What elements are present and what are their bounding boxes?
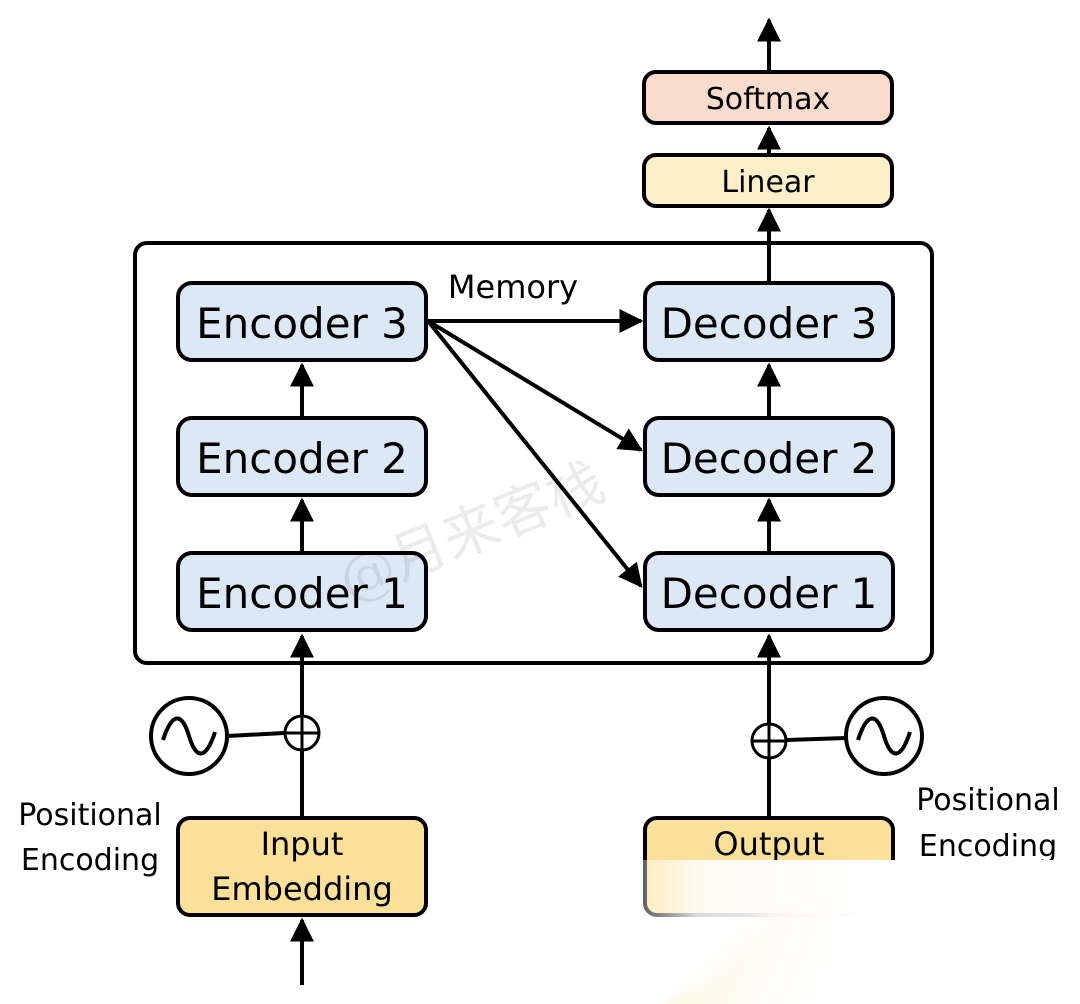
input-embedding-box: Input Embedding [176,816,428,917]
encoder-3-label: Encoder 3 [196,299,408,348]
encoder-1: Encoder 1 [176,551,428,632]
decoder-2: Decoder 2 [643,416,895,497]
input-embedding-line2: Embedding [211,870,393,908]
encoder-2: Encoder 2 [176,416,428,497]
positional-left-line1: Positional [18,798,162,833]
positional-left-line2: Encoding [21,843,159,878]
encoder-1-label: Encoder 1 [196,569,408,618]
positional-right-line2: Encoding [919,829,1057,864]
output-embedding-line1: Output [713,825,824,863]
softmax-box: Softmax [642,70,894,125]
memory-arrow-to-decoder-2 [426,319,644,452]
input-embedding-line1: Input [261,825,344,863]
positional-right-line1: Positional [916,783,1060,818]
memory-arrow-to-decoder-1 [426,319,643,588]
linear-box: Linear [642,153,894,208]
decoder-3-label: Decoder 3 [661,299,878,348]
encoder-3: Encoder 3 [176,281,428,362]
linear-label: Linear [721,165,815,200]
decoder-1: Decoder 1 [643,551,895,632]
memory-label: Memory [448,268,578,306]
positional-encoding-left: Positional Encoding [18,696,321,878]
decoder-3: Decoder 3 [643,281,895,362]
memory-arrows [426,309,644,588]
decoder-2-label: Decoder 2 [661,434,878,483]
output-embedding-box: Output [643,816,895,917]
decoder-1-label: Decoder 1 [661,569,878,618]
positional-encoding-right: Positional Encoding [750,696,1060,864]
encoder-2-label: Encoder 2 [196,434,408,483]
softmax-label: Softmax [706,82,831,117]
